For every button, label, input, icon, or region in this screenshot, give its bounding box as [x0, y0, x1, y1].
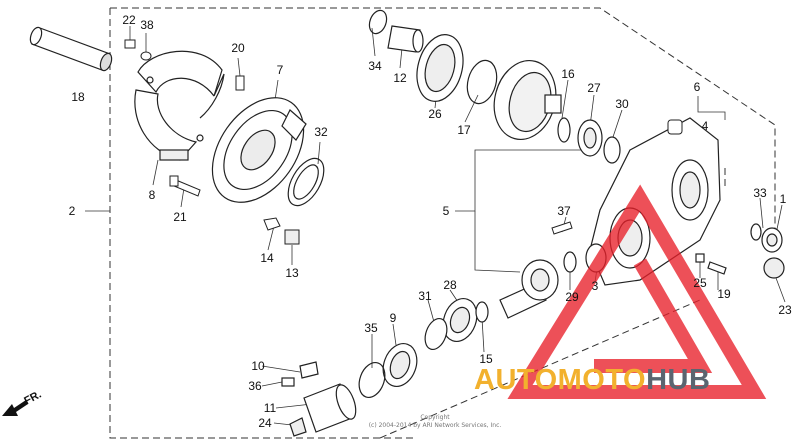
part-axle-nuts	[695, 223, 785, 279]
part-label-7: 7	[276, 63, 284, 77]
part-bearings-right	[557, 117, 621, 164]
part-label-14: 14	[260, 251, 274, 265]
part-label-36: 36	[248, 379, 262, 393]
part-label-11: 11	[263, 401, 277, 415]
watermark-hub: HUB	[646, 364, 711, 396]
part-label-17: 17	[457, 123, 471, 137]
part-label-24: 24	[258, 416, 272, 430]
part-label-25: 25	[693, 276, 707, 290]
part-label-16: 16	[561, 67, 575, 81]
part-gear-case	[589, 117, 721, 286]
part-label-13: 13	[285, 266, 299, 280]
part-label-38: 38	[140, 18, 154, 32]
watermark-auto: AUTO	[474, 364, 558, 396]
part-label-5: 5	[442, 204, 450, 218]
part-label-2: 2	[68, 204, 76, 218]
part-label-26: 26	[428, 107, 442, 121]
part-label-27: 27	[587, 81, 601, 95]
part-label-33: 33	[753, 186, 767, 200]
part-circlip	[368, 9, 388, 35]
part-label-22: 22	[122, 13, 136, 27]
part-label-6: 6	[693, 80, 701, 94]
part-label-9: 9	[389, 311, 397, 325]
part-seal-collar	[387, 25, 424, 53]
part-label-34: 34	[368, 59, 382, 73]
part-label-30: 30	[615, 97, 629, 111]
part-small-bolts	[124, 39, 245, 197]
part-ring-gear	[493, 59, 562, 141]
part-brake-panel	[211, 97, 307, 203]
part-label-18: 18	[71, 90, 85, 104]
part-label-15: 15	[479, 352, 493, 366]
watermark-logo	[507, 184, 767, 399]
watermark-text: AUTOMOTOHUB	[474, 366, 710, 395]
copyright-line-1: Copyright	[420, 414, 450, 421]
part-label-37: 37	[557, 204, 571, 218]
part-label-8: 8	[148, 188, 156, 202]
part-label-29: 29	[565, 290, 579, 304]
part-label-32: 32	[314, 125, 328, 139]
part-label-28: 28	[443, 278, 457, 292]
part-spline-coupler	[358, 343, 418, 399]
copyright-line-2: (c) 2004-2014 by ARI Network Services, I…	[368, 421, 502, 429]
part-label-23: 23	[778, 303, 792, 317]
part-label-20: 20	[231, 41, 245, 55]
part-brake-shoe	[134, 50, 225, 161]
front-arrow-icon	[2, 400, 28, 416]
copyright-notice: Copyright (c) 2004-2014 by ARI Network S…	[360, 414, 510, 430]
part-washer-nut	[263, 217, 300, 245]
part-collar	[29, 26, 113, 72]
part-label-31: 31	[418, 289, 432, 303]
part-pinion-bearings	[424, 298, 489, 351]
part-label-4: 4	[701, 119, 709, 133]
part-dust-seal	[287, 157, 325, 207]
part-label-19: 19	[717, 287, 731, 301]
part-label-1: 1	[779, 192, 787, 206]
part-dowel	[551, 221, 573, 235]
part-shim	[466, 59, 498, 105]
part-drive-joint	[281, 361, 357, 437]
part-breather-cap	[667, 119, 683, 135]
part-pinion-gear	[499, 259, 559, 319]
part-label-35: 35	[364, 321, 378, 335]
part-label-3: 3	[591, 279, 599, 293]
part-label-10: 10	[251, 359, 265, 373]
part-ball-bearing	[416, 34, 464, 102]
part-label-12: 12	[393, 71, 407, 85]
watermark-moto: MOTO	[557, 364, 647, 396]
part-label-21: 21	[173, 210, 187, 224]
